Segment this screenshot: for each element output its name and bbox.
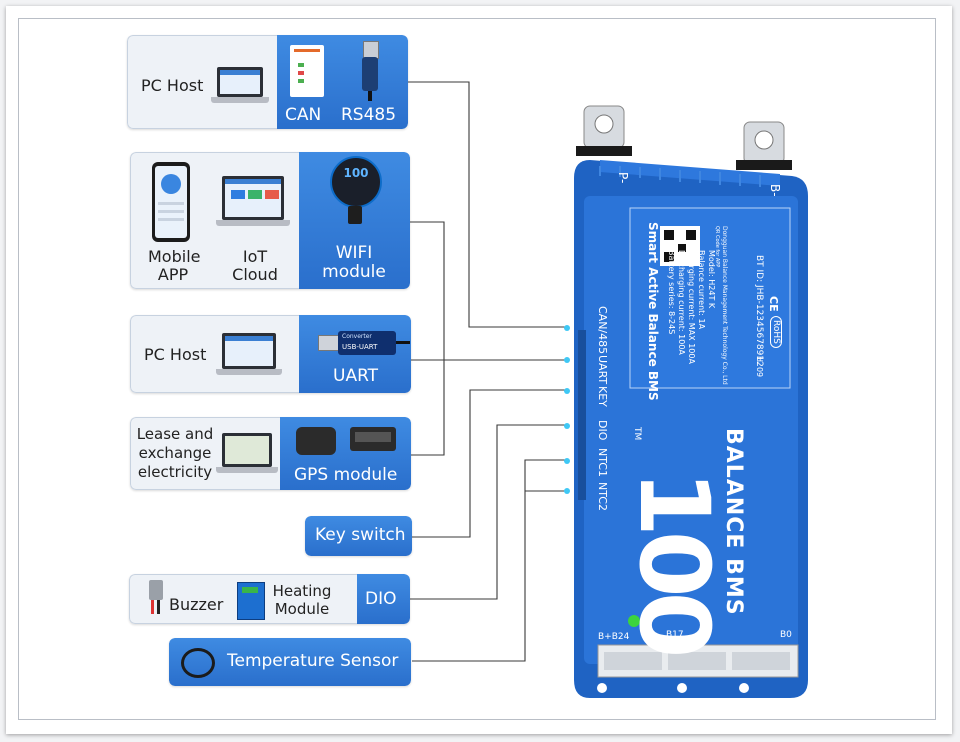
key-switch-box: Key switch — [305, 516, 412, 556]
brand-logo-100: 100 — [618, 470, 730, 653]
label-line-4: Balance current: 1A — [697, 250, 706, 330]
label-serial: BT ID: JHB-12345678912 — [754, 255, 764, 367]
usb-uart-icon — [318, 335, 340, 351]
line-ntc1 — [412, 459, 566, 662]
buzzer-icon — [149, 580, 163, 600]
port-label-uart: UART — [596, 355, 609, 385]
heating-module-label: Heating Module — [272, 582, 332, 618]
port-dot-uart — [564, 357, 570, 363]
laptop-uart-icon — [216, 333, 282, 375]
pc-host-uart-label: PC Host — [144, 345, 207, 364]
can-label: CAN — [285, 105, 322, 125]
can-adapter-icon — [290, 45, 324, 97]
laptop-map-icon — [216, 433, 278, 473]
dio-box: Buzzer Heating Module DIO — [129, 574, 410, 624]
gps-box: Lease and exchange electricity GPS modul… — [130, 417, 411, 490]
line-key — [412, 389, 566, 538]
temperature-sensor-label: Temperature Sensor — [227, 651, 399, 671]
terminal-label-p: P- — [616, 172, 630, 184]
terminal-b-minus — [736, 121, 792, 170]
phone-icon — [152, 162, 190, 242]
key-switch-label: Key switch — [315, 525, 406, 545]
terminal-label-b: B- — [768, 184, 782, 197]
terminal-b17-label: B17 — [666, 630, 684, 640]
port-label-can: CAN/485 — [596, 306, 609, 355]
label-line-2: Discharging current: 100A — [677, 250, 686, 355]
label-line-1: Battery series: 8-24S — [667, 250, 676, 335]
port-label-dio: DIO — [596, 420, 609, 441]
label-title: Smart Active Balance BMS — [646, 222, 660, 401]
laptop-icon — [211, 67, 269, 103]
port-dot-dio — [564, 423, 570, 429]
heating-module-icon — [237, 582, 265, 620]
temperature-sensor-box: Temperature Sensor — [169, 638, 411, 686]
laptop-iot-icon — [216, 176, 290, 226]
lease-exchange-label: Lease and exchange electricity — [136, 425, 214, 481]
ntc-probe-icon — [181, 648, 215, 678]
rohs-mark: RoHS — [770, 316, 782, 348]
tm-mark: TM — [632, 427, 642, 441]
wifi-module-label: WIFI module — [322, 243, 386, 282]
wifi-box: Mobile APP IoT Cloud 100 WIFI module — [130, 152, 410, 289]
terminal-p-minus — [576, 105, 632, 156]
port-dot-ntc1 — [564, 458, 570, 464]
mobile-app-label: Mobile APP — [148, 247, 201, 284]
port-label-ntc1: NTC1 — [596, 448, 609, 477]
rs485-label: RS485 — [341, 105, 397, 125]
port-dot-can — [564, 325, 570, 331]
buzzer-label: Buzzer — [169, 595, 224, 614]
gps-tracker-icon — [296, 427, 336, 455]
label-line-3: Charging current: MAX 100A — [687, 250, 696, 364]
line-dio — [410, 424, 566, 600]
line-wifi — [410, 221, 445, 456]
label-version: H. 09 — [755, 356, 764, 378]
pc-host-label: PC Host — [141, 76, 204, 95]
iot-cloud-label: IoT Cloud — [232, 247, 278, 284]
dio-label: DIO — [365, 589, 397, 609]
line-can — [407, 81, 566, 328]
wifi-module-icon: 100 — [330, 156, 382, 208]
pc-host-can-box: PC Host CAN RS485 — [127, 35, 408, 129]
gps-module-icon — [350, 427, 396, 451]
pc-host-uart-box: PC Host Converter USB-UART UART — [130, 315, 411, 393]
label-company: Dongguan Balance Management Technology C… — [721, 226, 728, 385]
port-label-ntc2: NTC2 — [596, 482, 609, 511]
terminal-b0-label: B0 — [780, 630, 792, 640]
bms-board — [574, 105, 808, 698]
terminal-b24-label: B+B24 — [598, 632, 630, 642]
uart-label: UART — [333, 366, 379, 386]
qr-note: QR Code for APP — [714, 226, 720, 268]
port-dot-ntc2 — [564, 488, 570, 494]
port-dot-key — [564, 388, 570, 394]
port-label-key: KEY — [596, 386, 609, 407]
ce-mark: CE — [767, 296, 780, 312]
gps-module-label: GPS module — [294, 465, 398, 485]
